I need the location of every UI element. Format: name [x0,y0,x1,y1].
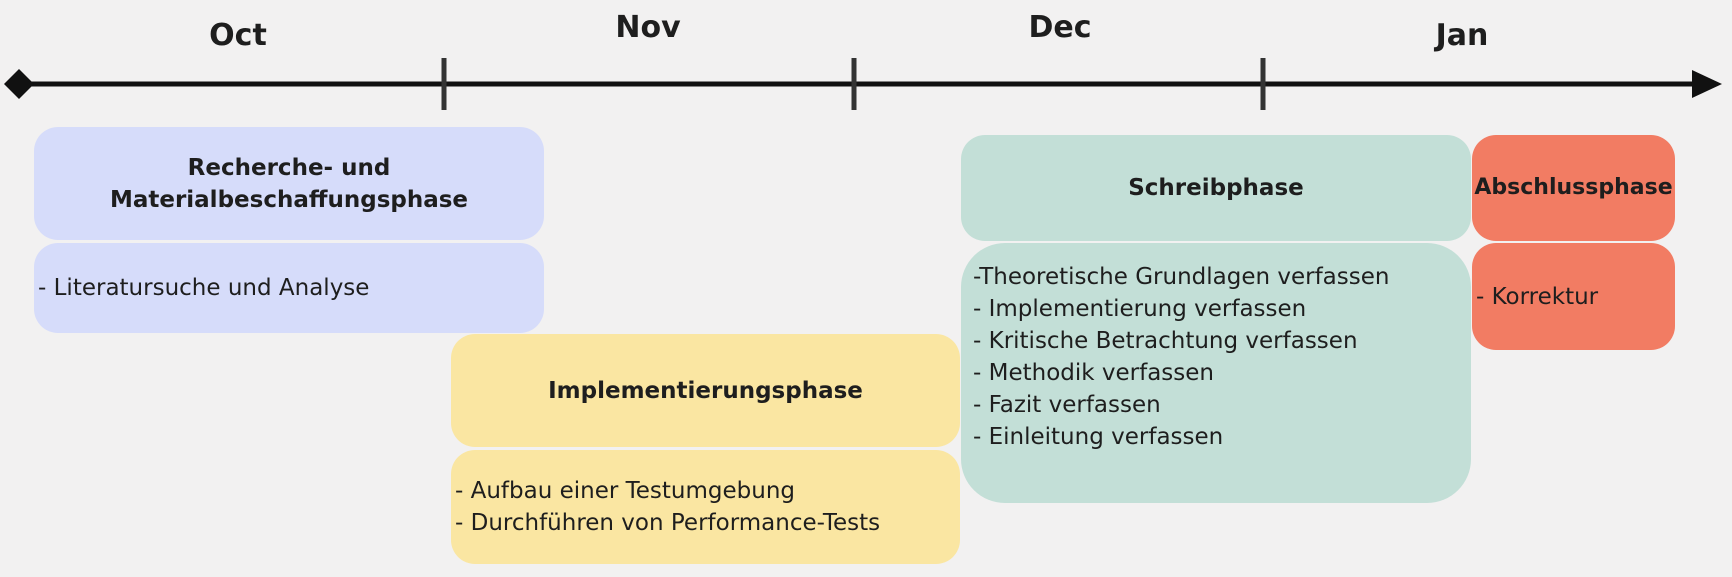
writing-phase-tasks: -Theoretische Grundlagen verfassen - Imp… [961,243,1471,503]
implementation-phase-tasks: - Aufbau einer Testumgebung - Durchführe… [451,450,960,564]
final-phase-tasks: - Korrektur [1472,243,1675,350]
timeline-axis [4,58,1722,110]
task-item: - Literatursuche und Analyse [38,275,370,301]
writing-phase-header: Schreibphase [961,135,1471,241]
task-item: - Aufbau einer Testumgebung [455,478,796,504]
month-label-oct: Oct [209,18,267,53]
implementation-phase-header: Implementierungsphase [451,334,960,447]
research-phase-header: Recherche- und Materialbeschaffungsphase [34,127,544,240]
task-item: - Korrektur [1476,283,1599,310]
writing-phase-title: Schreibphase [1128,175,1304,201]
month-label-jan: Jan [1435,18,1489,53]
timeline-start-diamond [4,69,34,99]
task-item: - Implementierung verfassen [973,296,1307,322]
task-item: - Einleitung verfassen [973,424,1224,450]
final-phase-title: Abschlussphase [1474,175,1673,200]
implementation-phase-title: Implementierungsphase [548,377,863,404]
research-phase-title-line: Recherche- und [187,154,391,181]
research-phase-title-line: Materialbeschaffungsphase [109,186,469,213]
final-phase-header: Abschlussphase [1472,135,1675,241]
month-label-nov: Nov [615,10,681,45]
task-item: -Theoretische Grundlagen verfassen [973,264,1390,290]
task-item: - Kritische Betrachtung verfassen [973,328,1358,354]
task-item: - Durchführen von Performance-Tests [455,510,881,536]
task-item: - Methodik verfassen [973,360,1214,386]
month-label-dec: Dec [1028,10,1092,45]
research-phase-tasks: - Literatursuche und Analyse [34,243,544,333]
timeline-arrowhead [1692,70,1722,98]
task-item: - Fazit verfassen [973,392,1161,418]
